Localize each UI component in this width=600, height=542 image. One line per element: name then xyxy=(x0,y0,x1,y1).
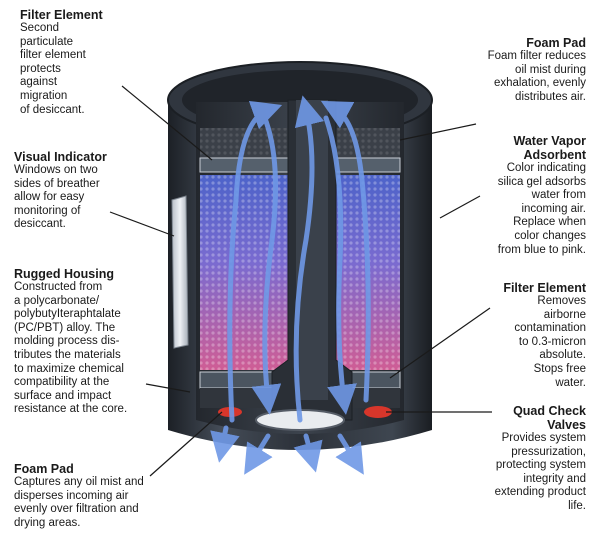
leader-foam-pad-right xyxy=(399,123,477,141)
callout-quad-check-valves: Quad Check Valves Provides system pressu… xyxy=(456,404,586,514)
leader-visual-indicator xyxy=(109,211,175,237)
callout-title: Filter Element xyxy=(503,281,586,295)
filter-element-top-right xyxy=(335,157,401,173)
airflow-arrow-out-right xyxy=(335,433,364,475)
callout-body: Captures any oil mist and disperses inco… xyxy=(14,476,144,529)
callout-title: Foam Pad xyxy=(526,36,586,50)
callout-filter-element-right: Filter Element Removes airborne contamin… xyxy=(466,281,586,390)
leader-rugged-housing xyxy=(145,383,191,393)
leader-filter-element-right xyxy=(389,307,491,379)
airflow-arrows xyxy=(210,95,371,475)
callout-rugged-housing: Rugged Housing Constructed from a polyca… xyxy=(14,267,184,417)
airflow-arrow-right-up xyxy=(320,100,371,403)
callout-body: Provides system pressurization, protecti… xyxy=(494,432,586,512)
callout-title: Visual Indicator xyxy=(14,150,107,164)
callout-title: Water Vapor Adsorbent xyxy=(513,134,586,162)
callout-body: Windows on two sides of breather allow f… xyxy=(14,164,100,231)
callout-visual-indicator: Visual Indicator Windows on two sides of… xyxy=(14,150,164,232)
airflow-arrow-center-up xyxy=(293,95,325,423)
callout-water-vapor-adsorbent: Water Vapor Adsorbent Color indicating s… xyxy=(456,134,586,257)
airflow-arrow-right-down xyxy=(323,115,357,415)
leader-water-vapor xyxy=(439,195,481,219)
callout-foam-pad-left: Foam Pad Captures any oil mist and dispe… xyxy=(14,462,194,530)
callout-filter-element-left: Filter Element Second particulate filter… xyxy=(20,8,160,117)
airflow-arrow-left-up xyxy=(227,100,283,423)
callout-body: Constructed from a polycarbonate/ polybu… xyxy=(14,281,128,416)
callout-body: Color indicating silica gel adsorbs wate… xyxy=(497,162,586,256)
leader-lines xyxy=(109,85,492,477)
visual-indicator-window xyxy=(171,195,189,349)
callout-title: Quad Check Valves xyxy=(513,404,586,432)
check-valve-right xyxy=(364,406,392,418)
airflow-arrow-out-left xyxy=(244,433,273,475)
callout-body: Removes airborne contamination to 0.3-mi… xyxy=(514,295,586,389)
callout-title: Rugged Housing xyxy=(14,267,114,281)
airflow-arrow-left-down xyxy=(251,113,282,415)
leader-foam-pad-left xyxy=(149,411,223,477)
leader-filter-element-left xyxy=(121,85,213,161)
callout-body: Foam filter reduces oil mist during exha… xyxy=(487,50,586,103)
callout-title: Foam Pad xyxy=(14,462,74,476)
airflow-arrow-out-far-left xyxy=(210,425,240,463)
callout-body: Second particulate filter element protec… xyxy=(20,22,86,116)
airflow-arrow-out-center xyxy=(293,433,323,473)
callout-title: Filter Element xyxy=(20,8,103,22)
callout-foam-pad-right: Foam Pad Foam filter reduces oil mist du… xyxy=(436,36,586,104)
